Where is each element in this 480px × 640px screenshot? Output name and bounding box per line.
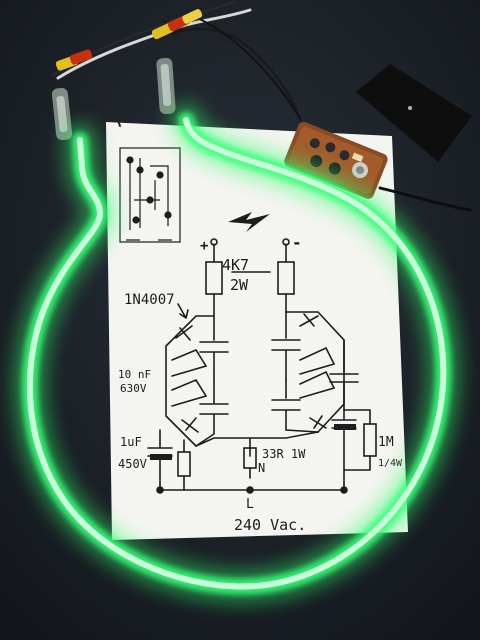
crocodile-clips [55, 9, 203, 71]
resistor-top-power-label: 2W [230, 276, 249, 294]
schematic-labels: 4K7 2W + - 1N4007 10 nF 630V 1uF 450V 33… [118, 233, 403, 534]
schematic-drawing [147, 238, 377, 494]
neon-tube [12, 103, 461, 604]
cap2-voltage-label: 450V [118, 457, 147, 471]
circuit-board [284, 121, 388, 199]
lightning-bolt-icon [228, 212, 270, 232]
diode-label: 1N4007 [124, 292, 175, 308]
neutral-label: N [258, 461, 265, 475]
plus-terminal-label: + [200, 238, 208, 254]
cap1-voltage-label: 630V [120, 382, 147, 395]
resistor-top-label: 4K7 [222, 256, 249, 274]
black-box [356, 64, 472, 162]
cap2-value-label: 1uF [120, 435, 142, 449]
resistor-right-power-label: 1/4W [378, 458, 403, 469]
minus-terminal-label: - [292, 233, 302, 252]
capacitor-plates [150, 424, 356, 460]
resistor-mid-label: 33R 1W [262, 447, 306, 461]
pcb-layout-sketch [119, 147, 181, 243]
supply-label: 240 Vac. [234, 516, 306, 534]
cap1-value-label: 10 nF [118, 368, 151, 381]
black-box-dot [408, 106, 412, 110]
tube-electrodes [51, 57, 176, 141]
paper-sheet [106, 122, 408, 540]
resistor-right-label: 1M [378, 435, 394, 450]
line-label: L [246, 497, 254, 512]
